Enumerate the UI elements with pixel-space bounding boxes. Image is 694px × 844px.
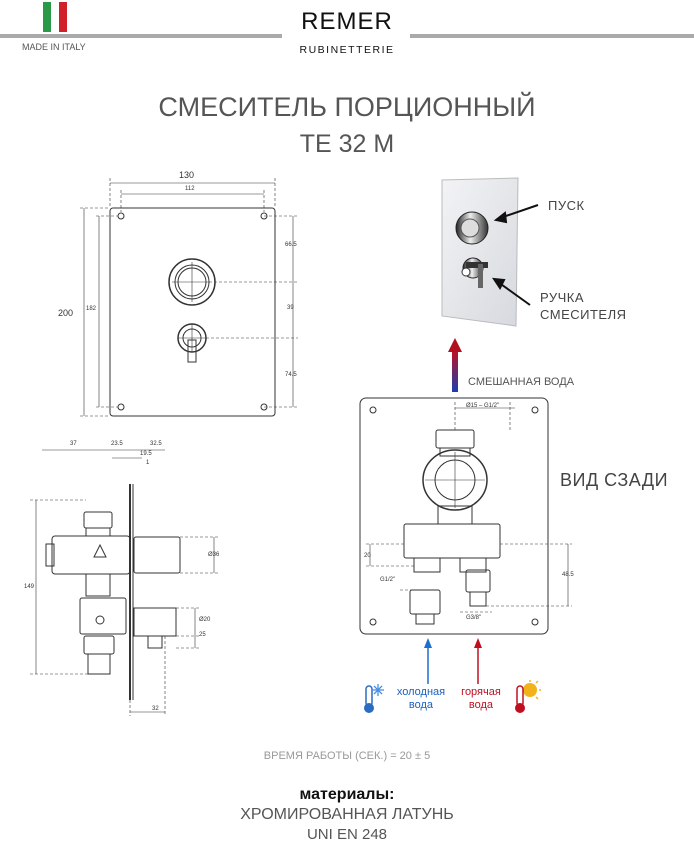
sun-thermometer-icon [515, 680, 541, 713]
made-in-label: MADE IN ITALY [22, 42, 86, 52]
dim-bottom: 74.5 [285, 372, 297, 378]
rear-dim-left: 20 [364, 553, 371, 559]
front-view [80, 178, 298, 417]
dim-top: 66.5 [285, 242, 297, 248]
flag-white [51, 2, 59, 32]
mixed-water-arrow [452, 350, 458, 392]
mixed-water-label: СМЕШАННАЯ ВОДА [468, 376, 575, 388]
side-dim-7: Ø20 [199, 617, 211, 623]
product-photo [441, 177, 519, 327]
cold-line-1: холодная [396, 686, 446, 698]
brand-sub: RUBINETTERIE [299, 44, 395, 56]
materials-heading: материалы: [299, 786, 395, 803]
hot-water-label: горячая вода [452, 686, 510, 712]
start-label: ПУСК [548, 198, 585, 213]
hot-line-1: горячая [461, 686, 501, 698]
dim-inner-height: 182 [86, 306, 97, 312]
side-dim-5: 1 [146, 460, 150, 466]
rear-dim-top: Ø15 – G1/2" [466, 403, 500, 409]
side-dim-4: 19.5 [140, 451, 152, 457]
handle-label-2: СМЕСИТЕЛЯ [540, 307, 627, 322]
handle-label-1: РУЧКА [540, 290, 585, 305]
snowflake-thermometer-icon [364, 684, 384, 713]
rear-dim-right: 48.5 [562, 572, 574, 578]
dim-inner-width: 112 [185, 186, 195, 192]
dim-height: 200 [58, 308, 74, 318]
inlet-arrows [424, 638, 482, 684]
side-dim-2: 23.5 [111, 441, 123, 447]
brand-logo: REMER RUBINETTERIE [287, 8, 407, 56]
cold-water-label: холодная вода [392, 686, 450, 712]
dim-width: 130 [179, 170, 195, 180]
rear-view [359, 397, 572, 635]
rear-dim-g38: G3/8" [466, 615, 482, 621]
hot-line-2: вода [468, 699, 494, 711]
side-dim-9: 32 [152, 706, 159, 712]
rear-view-label: ВИД СЗАДИ [560, 470, 669, 490]
italian-flag-icon [43, 2, 67, 32]
side-dim-3: 32.5 [150, 441, 162, 447]
model-name: TE 32 M [299, 130, 395, 158]
material-text: ХРОМИРОВАННАЯ ЛАТУНЬ [240, 806, 454, 823]
page-title: СМЕСИТЕЛЬ ПОРЦИОННЫЙ [158, 92, 536, 122]
side-dim-height: 149 [24, 584, 35, 590]
header-line-left [0, 34, 282, 38]
flag-red [59, 2, 67, 32]
rear-dim-g12: G1/2" [380, 577, 396, 583]
standard-text: UNI EN 248 [306, 826, 388, 843]
dim-mid: 39 [287, 305, 294, 311]
working-time: ВРЕМЯ РАБОТЫ (СЕК.) = 20 ± 5 [263, 750, 431, 762]
side-dim-6: Ø36 [208, 552, 220, 558]
side-dim-8: 25 [199, 632, 206, 638]
header-line-right [410, 34, 694, 38]
flag-green [43, 2, 51, 32]
brand-name: REMER [301, 8, 393, 35]
side-dim-1: 37 [70, 441, 77, 447]
cold-line-2: вода [408, 699, 434, 711]
side-view [30, 449, 220, 716]
